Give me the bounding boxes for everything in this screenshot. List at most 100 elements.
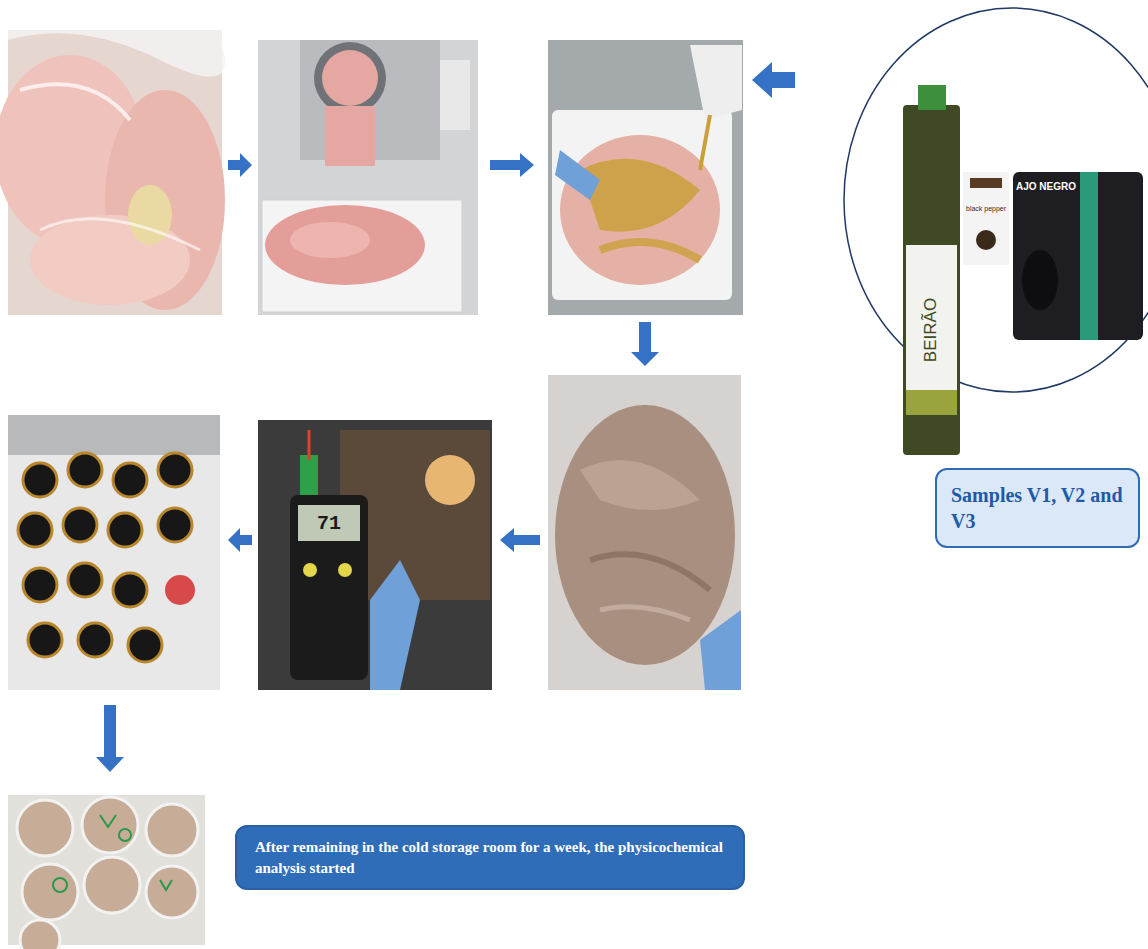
- ingredients-group: [903, 105, 960, 455]
- jars-photo: [78, 623, 112, 657]
- oven-photo: [290, 495, 368, 680]
- flow-arrow: [631, 322, 659, 366]
- grinder-photo: [314, 42, 386, 114]
- grinder-photo: [265, 205, 425, 285]
- ingredients-group: [844, 8, 1148, 392]
- petri-photo: [17, 797, 198, 949]
- jars-photo: [8, 415, 220, 455]
- chicken-photo: [40, 219, 200, 250]
- mixing-photo: [548, 40, 743, 315]
- paste-photo: [700, 610, 741, 690]
- mixing-photo: [560, 135, 720, 285]
- flow-arrow: [500, 528, 540, 552]
- jars-photo: [68, 563, 102, 597]
- flow-arrow: [96, 705, 124, 772]
- mixing-photo: [700, 115, 710, 170]
- paste-photo: [555, 405, 735, 665]
- ingredients-group: [1013, 172, 1143, 340]
- ingredients-group: [918, 85, 946, 110]
- chicken-photo: [8, 30, 225, 77]
- jars-photo: [28, 623, 62, 657]
- mixing-photo: [690, 45, 742, 120]
- ingredients-group: [906, 245, 957, 415]
- flow-arrow: [228, 153, 252, 177]
- oven-photo: [298, 505, 360, 541]
- ingredients-group: [1080, 172, 1098, 340]
- jars-photo: [165, 575, 195, 605]
- oven-photo: [370, 560, 420, 690]
- grinder-photo: [440, 60, 470, 130]
- ingredients-group: [976, 230, 996, 250]
- petri-photo: [8, 795, 205, 949]
- petri-photo: [53, 815, 172, 892]
- petri-photo: [146, 866, 198, 918]
- petri-photo: [17, 800, 73, 856]
- jars-photo: [68, 453, 102, 487]
- jars-photo: [113, 463, 147, 497]
- ingredients-group: [963, 172, 1009, 265]
- jars-photo: [108, 513, 142, 547]
- oven-photo: [425, 455, 475, 505]
- petri-photo: [82, 797, 138, 853]
- oven-photo: [308, 430, 311, 460]
- flow-arrow: [490, 153, 534, 177]
- ingredients-group: [970, 178, 1002, 188]
- jars-photo: [63, 508, 97, 542]
- oven-photo: [338, 563, 352, 577]
- thermometer-reading: 71: [317, 512, 341, 535]
- petri-photo: [84, 857, 140, 913]
- sample-box: Samples V1, V2 and V3: [935, 468, 1140, 548]
- mixing-photo: [548, 40, 743, 315]
- bottle-label: BEIRÃO: [921, 298, 941, 362]
- mixing-photo: [555, 150, 600, 200]
- jars-photo: [23, 463, 57, 497]
- flow-arrow: [752, 62, 795, 98]
- mixing-photo: [552, 110, 732, 300]
- oven-photo: [300, 455, 318, 495]
- petri-photo: [20, 920, 60, 949]
- chicken-photo: [20, 84, 130, 120]
- flow-arrow: [96, 62, 795, 772]
- paste-photo: [590, 554, 710, 590]
- jars-photo: [113, 573, 147, 607]
- paste-photo: [548, 375, 741, 690]
- jars-photo: [18, 453, 192, 662]
- ingredients-group: [1022, 250, 1058, 310]
- paste-photo: [580, 460, 700, 510]
- petri-photo: [53, 878, 67, 892]
- jars-photo: [8, 415, 220, 690]
- oven-photo: [303, 563, 317, 577]
- grinder-photo: [322, 50, 378, 106]
- paste-photo: [600, 607, 690, 620]
- jars-photo: [23, 568, 57, 602]
- jars-photo: [158, 508, 192, 542]
- box-text: After remaining in the cold storage room…: [255, 837, 725, 878]
- bottle-label: black pepper: [966, 205, 1006, 212]
- jars-photo: [18, 513, 52, 547]
- grinder-photo: [262, 200, 462, 312]
- oven-photo: [258, 420, 492, 690]
- grinder-photo: [258, 40, 478, 315]
- note-box: After remaining in the cold storage room…: [235, 825, 745, 890]
- flow-arrow: [228, 528, 252, 552]
- mixing-photo: [580, 159, 700, 232]
- chicken-photo: [0, 30, 225, 315]
- petri-photo: [22, 864, 78, 920]
- mixing-photo: [600, 242, 700, 260]
- ingredients-group: [906, 390, 957, 415]
- grinder-photo: [258, 40, 478, 315]
- petri-photo: [160, 880, 172, 890]
- jar-label: AJO NEGRO: [1016, 181, 1076, 192]
- oven-photo: [258, 420, 492, 690]
- petri-photo: [146, 804, 198, 856]
- jars-photo: [8, 415, 220, 690]
- petri-photo: [119, 829, 131, 841]
- jars-photo: [158, 453, 192, 487]
- grinder-photo: [290, 222, 370, 258]
- petri-photo: [100, 815, 116, 827]
- paste-photo: [548, 375, 741, 690]
- box-text: Samples V1, V2 and V3: [951, 482, 1124, 534]
- ingredients-group: [844, 8, 1148, 455]
- grinder-photo: [325, 106, 375, 166]
